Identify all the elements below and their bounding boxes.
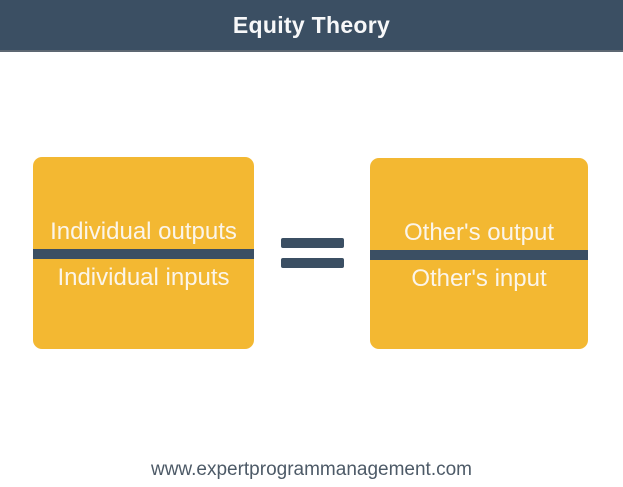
individual-inputs-label: Individual inputs [57,264,230,291]
individual-outputs-label: Individual outputs [50,218,237,245]
others-output-label: Other's output [404,219,554,246]
title-bar: Equity Theory [0,0,623,52]
individual-fraction-box: Individual outputs Individual inputs [33,157,254,349]
page-title: Equity Theory [232,11,391,38]
individual-fraction-divider [33,249,254,259]
equals-icon [281,238,344,268]
equals-bar-top [281,238,344,248]
others-input-label: Other's input [411,265,547,292]
others-fraction-box: Other's output Other's input [370,158,588,349]
others-fraction-divider [370,250,588,260]
website-url: www.expertprogrammanagement.com [150,459,473,480]
footer: www.expertprogrammanagement.com [0,459,623,481]
equals-bar-bottom [281,258,344,268]
